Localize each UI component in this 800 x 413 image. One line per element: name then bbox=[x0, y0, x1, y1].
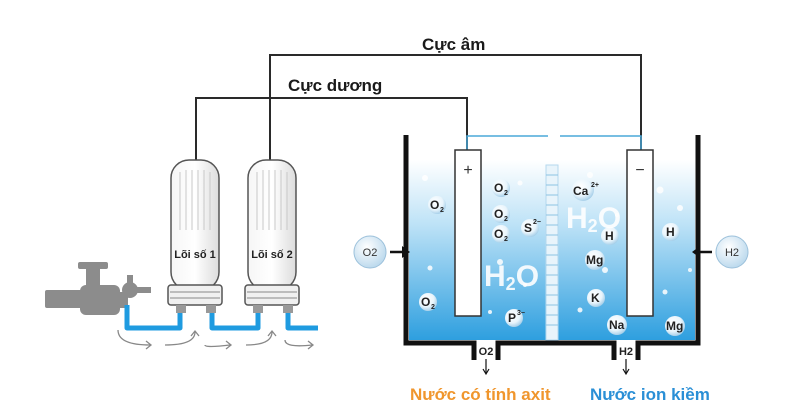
filter-1: Lõi số 1 bbox=[167, 159, 223, 313]
svg-text:3−: 3− bbox=[517, 310, 525, 317]
svg-text:O: O bbox=[430, 198, 439, 212]
svg-text:2+: 2+ bbox=[591, 182, 599, 189]
bubbles bbox=[422, 172, 692, 314]
cathode-h2o: H2O bbox=[566, 202, 621, 236]
svg-text:O: O bbox=[494, 227, 503, 241]
svg-text:O: O bbox=[494, 181, 503, 195]
faucet-icon bbox=[45, 262, 151, 315]
svg-text:2: 2 bbox=[504, 216, 508, 223]
wire-negative bbox=[269, 54, 642, 162]
plus-sign: + bbox=[463, 162, 472, 179]
svg-text:P: P bbox=[508, 311, 516, 325]
hydrogen-outlet-label: H2 bbox=[619, 346, 633, 358]
filter-2: Lõi số 2 bbox=[244, 159, 300, 313]
hydrogen-input: H2 bbox=[692, 235, 749, 269]
positive-pole-label: Cực dương bbox=[288, 76, 382, 95]
svg-text:O: O bbox=[421, 295, 430, 309]
svg-text:S: S bbox=[524, 221, 532, 235]
svg-text:Mg: Mg bbox=[666, 319, 683, 333]
svg-text:O: O bbox=[494, 207, 503, 221]
svg-text:2: 2 bbox=[504, 190, 508, 197]
oxygen-input-label: O2 bbox=[363, 247, 378, 259]
svg-text:Ca: Ca bbox=[573, 184, 589, 198]
svg-text:2: 2 bbox=[504, 236, 508, 243]
filter-1-label: Lõi số 1 bbox=[174, 249, 216, 261]
oxygen-outlet-label: O2 bbox=[479, 346, 494, 358]
minus-sign: − bbox=[635, 162, 644, 179]
svg-text:H: H bbox=[605, 229, 614, 243]
svg-text:Na: Na bbox=[609, 318, 625, 332]
wire-positive bbox=[195, 97, 468, 162]
oxygen-input: O2 bbox=[353, 235, 410, 269]
svg-text:H: H bbox=[666, 225, 675, 239]
hydrogen-input-label: H2 bbox=[725, 247, 739, 259]
membrane bbox=[545, 164, 559, 341]
anode-electrode: + bbox=[454, 149, 482, 317]
negative-pole-label: Cực âm bbox=[422, 35, 485, 54]
cathode-electrode: − bbox=[626, 149, 654, 317]
svg-text:2−: 2− bbox=[533, 219, 541, 226]
svg-text:Mg: Mg bbox=[586, 253, 603, 267]
hydrogen-outlet: H2 bbox=[619, 346, 633, 376]
svg-text:K: K bbox=[591, 291, 600, 305]
acid-water-label: Nước có tính axit bbox=[410, 385, 551, 404]
alkaline-water-label: Nước ion kiềm bbox=[590, 385, 710, 404]
oxygen-outlet: O2 bbox=[479, 346, 494, 376]
svg-text:2: 2 bbox=[431, 304, 435, 311]
filter-2-label: Lõi số 2 bbox=[251, 249, 293, 261]
water-pipe bbox=[124, 305, 318, 331]
svg-text:2: 2 bbox=[440, 207, 444, 214]
flow-arrows bbox=[117, 329, 315, 350]
